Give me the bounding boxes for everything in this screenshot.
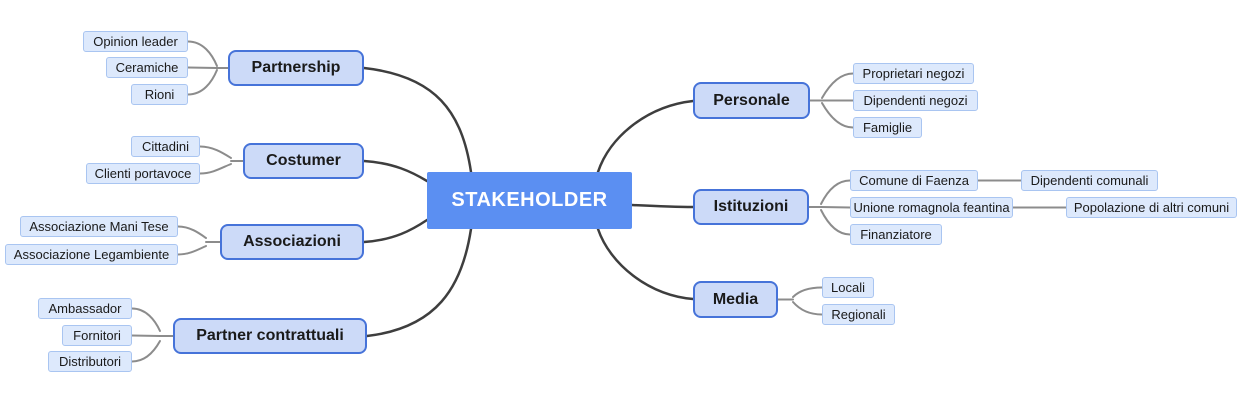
connector-center-media xyxy=(596,227,695,301)
leaf-opinion-leader[interactable]: Opinion leader xyxy=(83,31,188,52)
branch-associazioni[interactable]: Associazioni xyxy=(220,224,364,260)
connector-partner-ambassador xyxy=(131,307,161,332)
leaf-finanziatore[interactable]: Finanziatore xyxy=(850,224,942,245)
connector-center-associazioni xyxy=(362,218,429,244)
connector-partner-fornitori xyxy=(131,334,161,337)
leaf-comune-di-faenza[interactable]: Comune di Faenza xyxy=(850,170,978,191)
connector-center-partner-contrattuali xyxy=(365,227,473,338)
connector-center-partnership xyxy=(362,66,473,174)
leaf-distributori[interactable]: Distributori xyxy=(48,351,132,372)
leaf-ceramiche[interactable]: Ceramiche xyxy=(106,57,188,78)
leaf-dipendenti-comunali[interactable]: Dipendenti comunali xyxy=(1021,170,1158,191)
branch-partnership[interactable]: Partnership xyxy=(228,50,364,86)
connector-istituzioni-comune xyxy=(820,179,851,205)
leaf-regionali[interactable]: Regionali xyxy=(822,304,895,325)
connector-istituzioni-unione xyxy=(820,206,851,209)
leaf-cittadini[interactable]: Cittadini xyxy=(131,136,200,157)
connector-partnership-opinion-leader xyxy=(187,40,218,67)
connector-costumer-clienti-portavoce xyxy=(199,163,232,175)
branch-istituzioni[interactable]: Istituzioni xyxy=(693,189,809,225)
connector-partnership-ceramiche xyxy=(187,66,218,69)
connector-partner-distributori xyxy=(131,340,161,363)
connector-partnership-rioni xyxy=(187,69,218,96)
connector-center-personale xyxy=(596,99,695,174)
leaf-ambassador[interactable]: Ambassador xyxy=(38,298,132,319)
leaf-rioni[interactable]: Rioni xyxy=(131,84,188,105)
connector-associazioni-mani-tese xyxy=(177,225,207,239)
leaf-associazione-mani-tese[interactable]: Associazione Mani Tese xyxy=(20,216,178,237)
branch-media[interactable]: Media xyxy=(693,281,778,318)
leaf-associazione-legambiente[interactable]: Associazione Legambiente xyxy=(5,244,178,265)
leaf-dipendenti-negozi[interactable]: Dipendenti negozi xyxy=(853,90,978,111)
branch-personale[interactable]: Personale xyxy=(693,82,810,119)
leaf-fornitori[interactable]: Fornitori xyxy=(62,325,132,346)
leaf-unione-romagnola-feantina[interactable]: Unione romagnola feantina xyxy=(850,197,1013,218)
connector-center-costumer xyxy=(362,159,429,183)
leaf-proprietari-negozi[interactable]: Proprietari negozi xyxy=(853,63,974,84)
leaf-popolazione-di-altri-comuni[interactable]: Popolazione di altri comuni xyxy=(1066,197,1237,218)
connector-personale-famiglie xyxy=(821,102,854,129)
branch-partner-contrattuali[interactable]: Partner contrattuali xyxy=(173,318,367,354)
connector-associazioni-legambiente xyxy=(177,245,207,256)
leaf-locali[interactable]: Locali xyxy=(822,277,874,298)
central-topic-stakeholder[interactable]: STAKEHOLDER xyxy=(427,172,632,229)
connector-istituzioni-finanziatore xyxy=(820,209,851,236)
leaf-famiglie[interactable]: Famiglie xyxy=(853,117,922,138)
connector-personale-proprietari xyxy=(821,72,854,99)
connector-costumer-cittadini xyxy=(199,145,232,159)
connector-media-regionali xyxy=(792,301,823,316)
connector-center-istituzioni xyxy=(630,203,695,209)
connector-media-locali xyxy=(792,286,823,298)
leaf-clienti-portavoce[interactable]: Clienti portavoce xyxy=(86,163,200,184)
branch-costumer[interactable]: Costumer xyxy=(243,143,364,179)
